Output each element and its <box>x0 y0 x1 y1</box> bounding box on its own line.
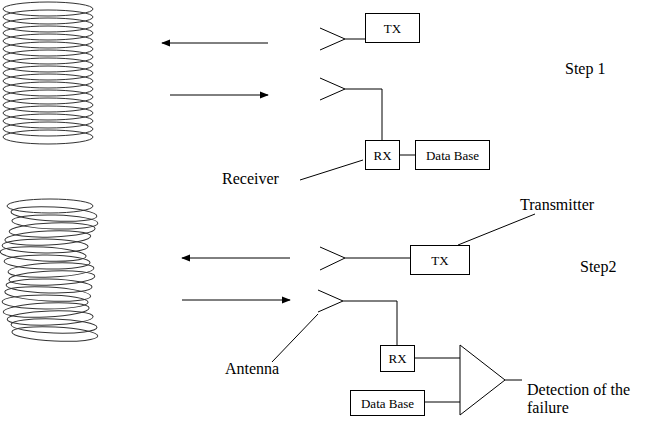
block-box: Data Base <box>415 140 490 170</box>
wave-arrow <box>170 95 268 96</box>
box-text: TX <box>384 22 401 35</box>
block-box: TX <box>365 13 420 43</box>
deformed-coil-spring <box>0 199 98 343</box>
wire <box>415 358 460 359</box>
box-text: Data Base <box>361 397 414 410</box>
antenna <box>320 247 410 270</box>
text-label: Step 1 <box>565 60 645 78</box>
leader-line <box>272 314 318 362</box>
coil-spring <box>3 2 93 144</box>
box-text: TX <box>431 254 448 267</box>
block-box: Data Base <box>350 390 425 416</box>
connector-line <box>400 155 415 156</box>
text-label: Step2 <box>580 258 650 276</box>
leader-line <box>458 214 535 245</box>
text-label: Receiver <box>222 170 302 188</box>
leader-line <box>300 160 363 180</box>
block-box: TX <box>410 245 470 275</box>
antenna <box>320 78 382 140</box>
text-label: Detection of the failure <box>527 381 642 418</box>
wave-arrow <box>162 43 268 44</box>
block-box: RX <box>380 345 415 372</box>
wave-arrow <box>182 258 290 259</box>
wave-arrow <box>182 300 290 301</box>
block-box: RX <box>365 140 400 170</box>
antenna <box>318 290 397 345</box>
wire <box>425 402 460 403</box>
box-text: RX <box>388 352 406 365</box>
text-label: Transmitter <box>520 196 630 214</box>
box-text: RX <box>373 149 391 162</box>
comparator-symbol <box>460 345 505 415</box>
wire <box>505 380 522 381</box>
box-text: Data Base <box>426 149 479 162</box>
antenna <box>320 28 365 50</box>
text-label: Antenna <box>225 360 295 378</box>
